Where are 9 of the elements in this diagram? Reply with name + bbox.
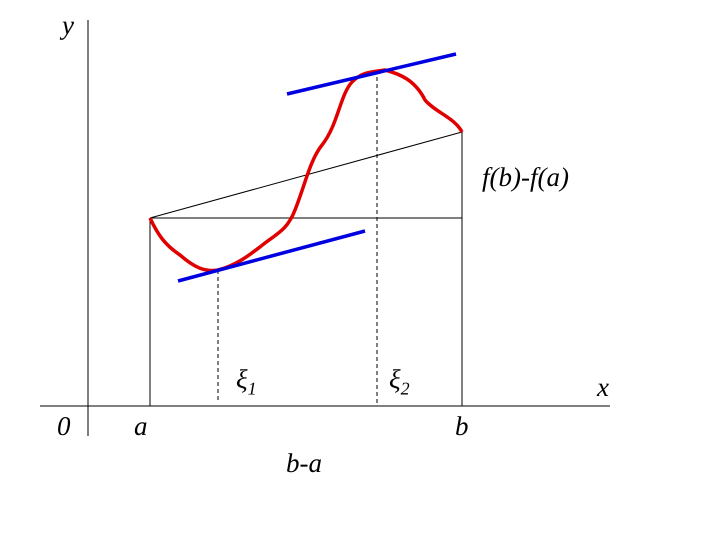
point-label: a xyxy=(134,413,148,440)
point-label: ξ$_{1}$ xyxy=(236,366,257,398)
origin-label: 0 xyxy=(57,413,70,440)
axis-label: x xyxy=(597,374,609,401)
length-label: b-a xyxy=(286,450,322,477)
axis-label: y xyxy=(62,12,74,39)
point-label: b xyxy=(455,413,468,440)
point-label: ξ$_{2}$ xyxy=(389,366,410,398)
difference-label: f(b)-f(a) xyxy=(482,164,569,191)
